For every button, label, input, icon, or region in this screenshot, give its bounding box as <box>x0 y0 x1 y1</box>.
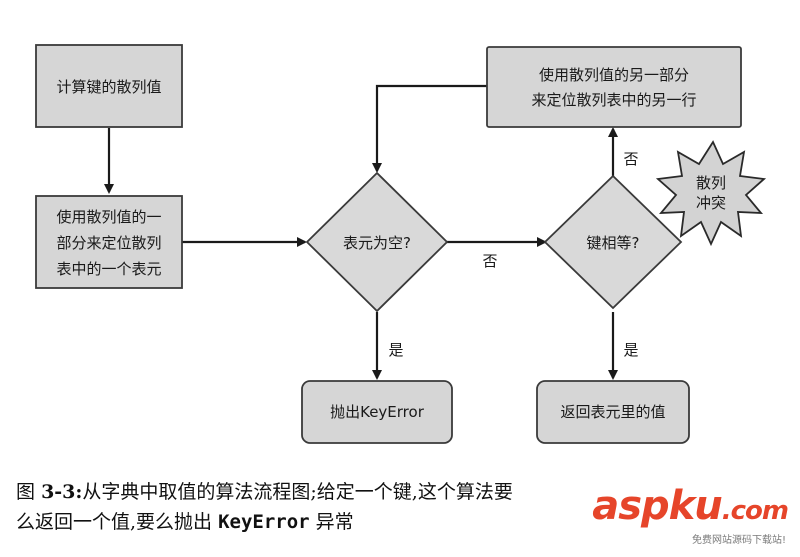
watermark-com: .com <box>721 496 789 526</box>
edge-other-back-to-empty <box>372 84 487 173</box>
node-other-part: 使用散列值的另一部分 来定位散列表中的另一行 <box>486 46 742 128</box>
caption-prefix: 图 <box>16 481 36 503</box>
node-compute-hash-label: 计算键的散列值 <box>56 78 161 96</box>
node-other-line1: 使用散列值的另一部分 <box>539 66 689 84</box>
node-locate-line2: 部分来定位散列 <box>56 234 161 252</box>
caption-line-2: 么返回一个值,要么抛出 KeyError 异常 <box>16 507 786 537</box>
collision-label-line2: 冲突 <box>696 194 726 212</box>
edge-label-yes-1: 是 <box>388 341 403 359</box>
connectors <box>104 84 618 380</box>
watermark-subtitle: 免费网站源码下载站! <box>691 535 786 546</box>
caption-text-2-pre: 么返回一个值,要么抛出 <box>16 511 213 533</box>
node-compute-hash: 计算键的散列值 <box>35 44 183 128</box>
watermark-asp: asp <box>592 483 669 529</box>
node-locate-line3: 表中的一个表元 <box>56 260 161 278</box>
watermark-ku: ku <box>668 483 723 529</box>
decision-empty-slot: 表元为空? <box>305 171 449 313</box>
node-other-line2: 来定位散列表中的另一行 <box>531 91 696 109</box>
collision-label-line1: 散列 <box>696 174 726 192</box>
node-locate-slot: 使用散列值的一 部分来定位散列 表中的一个表元 <box>35 195 183 289</box>
node-raise-label: 抛出KeyError <box>330 403 425 421</box>
caption-text-1: 从字典中取值的算法流程图;给定一个键,这个算法要 <box>82 481 513 503</box>
caption-line-1: 图 3-3:从字典中取值的算法流程图;给定一个键,这个算法要 <box>16 477 786 507</box>
caption-text-2-post: 异常 <box>315 511 354 533</box>
node-locate-line1: 使用散列值的一 <box>56 208 161 226</box>
node-return-label: 返回表元里的值 <box>560 403 665 421</box>
edge-label-no-2: 否 <box>623 150 638 168</box>
decision-empty-label: 表元为空? <box>343 234 411 252</box>
site-watermark: aspku.com 免费网站源码下载站! <box>592 483 792 553</box>
caption-number: 3-3: <box>41 481 83 503</box>
edge-label-no-1: 否 <box>482 252 497 270</box>
caption-code: KeyError <box>218 511 310 533</box>
flowchart: 散列 冲突 计算键的散列值 使用散列值的一 部分来定位散列 表中的一个表元 表元… <box>35 44 767 444</box>
collision-starburst: 散列 冲突 <box>655 140 767 247</box>
edge-label-yes-2: 是 <box>623 341 638 359</box>
node-raise-keyerror: 抛出KeyError <box>301 380 453 444</box>
figure-caption: 图 3-3:从字典中取值的算法流程图;给定一个键,这个算法要 么返回一个值,要么… <box>16 477 786 537</box>
watermark-logo: aspku.com <box>592 483 789 529</box>
decision-keys-label: 键相等? <box>587 234 640 252</box>
node-return-value: 返回表元里的值 <box>536 380 690 444</box>
starburst-shape <box>655 140 767 247</box>
decision-keys-equal: 键相等? <box>543 174 683 310</box>
